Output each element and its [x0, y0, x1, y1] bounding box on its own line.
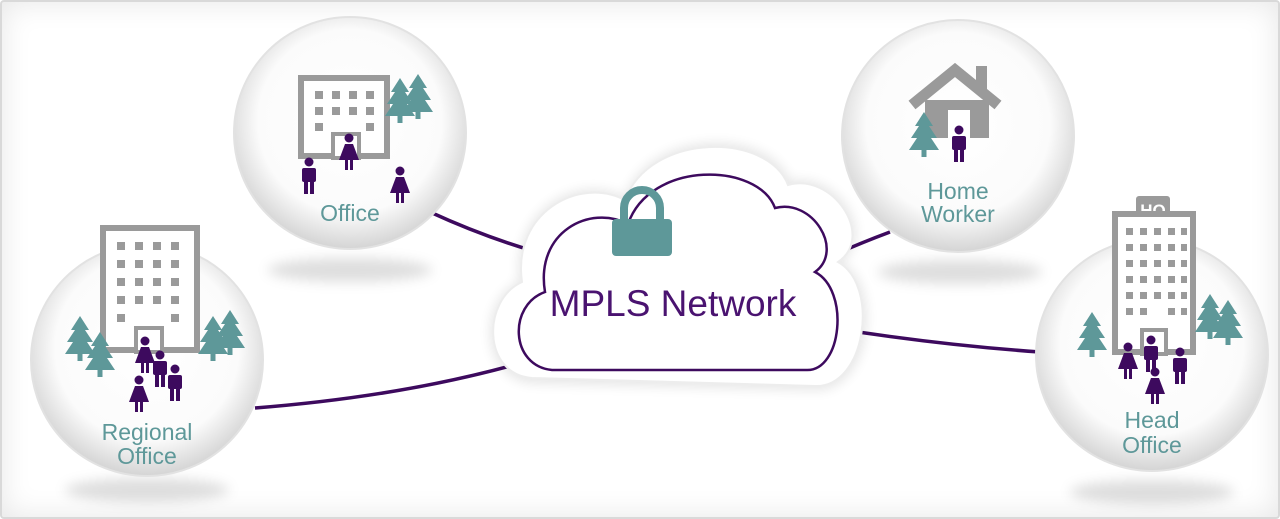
node-office: Office — [233, 16, 467, 250]
mpls-cloud: MPLS Network — [490, 143, 867, 391]
node-home-worker: Home Worker — [841, 19, 1075, 253]
node-regional-office: Regional Office — [30, 225, 264, 477]
home-worker-label-line1: Home — [927, 178, 988, 204]
home-worker-label-line2: Worker — [921, 201, 995, 227]
office-label: Office — [320, 200, 380, 226]
regional-office-label-line2: Office — [117, 443, 177, 469]
link-office — [429, 210, 531, 252]
hq-building-icon: HQ — [1112, 196, 1196, 356]
lock-icon — [612, 186, 672, 256]
head-office-label-line2: Office — [1122, 432, 1182, 458]
head-office-label-line1: Head — [1125, 407, 1180, 433]
office-building-icon — [298, 75, 390, 160]
regional-office-label-line1: Regional — [102, 419, 193, 445]
tower-building-icon — [100, 225, 200, 354]
floor-shadows — [65, 258, 1234, 504]
node-head-office: HQ Head Office — [1035, 196, 1269, 472]
cloud-label: MPLS Network — [550, 283, 797, 324]
cloud-shape — [517, 173, 839, 372]
